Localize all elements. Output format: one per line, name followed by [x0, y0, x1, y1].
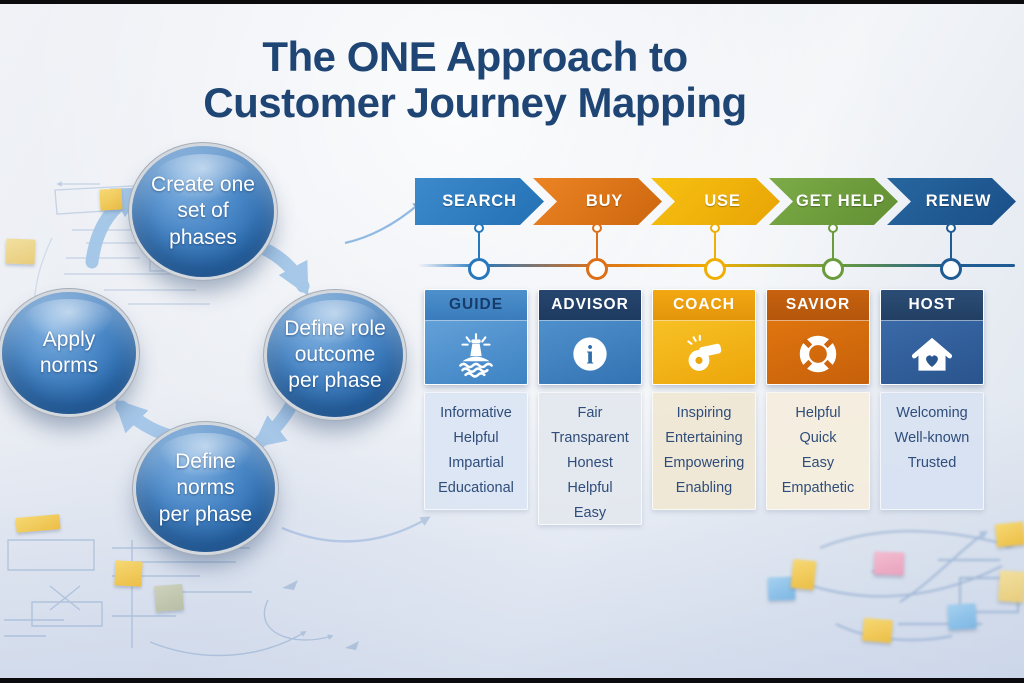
attribute-item: Helpful — [567, 480, 613, 496]
role-card-host: HOST — [880, 289, 984, 385]
sketch-swoosh-right — [281, 516, 431, 543]
role-card-icon-area — [653, 320, 755, 384]
sticky-note — [99, 188, 123, 211]
attribute-item: Inspiring — [676, 405, 732, 421]
role-attributes-advisor: Fair Transparent Honest Helpful Easy — [538, 392, 642, 525]
journey-phase-label: RENEW — [925, 192, 992, 210]
attribute-item: Impartial — [448, 455, 504, 471]
attribute-item: Empowering — [663, 455, 745, 471]
attribute-item: Fair — [577, 405, 603, 421]
role-card-icon-area — [881, 320, 983, 384]
journey-phase-search: SEARCH — [415, 178, 544, 225]
info-icon: i — [573, 336, 607, 371]
title-line-1: The ONE Approach to — [150, 33, 800, 80]
sticky-note — [790, 558, 817, 591]
journey-phase-label: SEARCH — [442, 192, 517, 210]
cycle-step-label: Define norms per phase — [158, 450, 253, 526]
role-card-title: SAVIOR — [767, 290, 869, 320]
cycle-arrow-create-to-role — [251, 239, 310, 297]
attribute-item: Empathetic — [781, 480, 855, 496]
title-highlight: ONE — [346, 33, 437, 80]
svg-text:i: i — [586, 340, 593, 369]
cycle-step-label: Apply norms — [39, 327, 99, 377]
attribute-item: Easy — [573, 505, 607, 521]
attribute-item: Welcoming — [896, 405, 968, 421]
role-card-icon-area — [425, 320, 527, 384]
cycle-arrows — [85, 186, 310, 449]
sticky-note — [154, 584, 184, 612]
role-attributes-coach: Inspiring Entertaining Empowering Enabli… — [652, 392, 756, 510]
house-heart-icon — [911, 337, 953, 371]
sticky-note — [947, 603, 977, 630]
attribute-item: Entertaining — [665, 430, 743, 446]
cycle-step-define-norms: Define norms per phase — [136, 425, 275, 552]
attribute-item: Trusted — [907, 455, 957, 471]
cycle-step-apply-norms: Apply norms — [2, 292, 136, 414]
title-post: Approach to — [436, 33, 688, 80]
attribute-item: Honest — [567, 455, 613, 471]
cycle-arrow-apply-to-create — [85, 186, 147, 269]
sketch-bottomright — [797, 530, 1019, 641]
sticky-note — [862, 617, 893, 644]
cycle-step-define-role-outcome: Define role outcome per phase — [267, 293, 403, 417]
sticky-note — [997, 570, 1024, 603]
cycle-arrow-norms-to-apply — [113, 398, 177, 443]
page-title: The ONE Approach to Customer Journey Map… — [150, 33, 800, 127]
role-card-coach: COACH — [652, 289, 756, 385]
title-line-2: Customer Journey Mapping — [203, 79, 747, 127]
attribute-item: Informative — [440, 405, 512, 421]
cycle-step-label: Define role outcome per phase — [284, 316, 386, 393]
cycle-arrow-role-to-norms — [252, 397, 299, 449]
attribute-item: Well-known — [894, 430, 970, 446]
attribute-item: Helpful — [453, 430, 499, 446]
role-attributes-guide: Informative Helpful Impartial Educationa… — [424, 392, 528, 510]
sticky-note — [873, 551, 905, 576]
attribute-item: Easy — [801, 455, 835, 471]
journey-phase-label: BUY — [585, 192, 624, 210]
role-card-title: GUIDE — [425, 290, 527, 320]
role-attributes-savior: Helpful Quick Easy Empathetic — [766, 392, 870, 510]
sticky-note — [114, 560, 143, 587]
role-card-title: HOST — [881, 290, 983, 320]
role-card-guide: GUIDE — [424, 289, 528, 385]
lifebuoy-icon — [799, 335, 837, 372]
cycle-step-create-phases: Create one set of phases — [132, 146, 274, 277]
journey-phase-label: USE — [704, 192, 741, 210]
top-letterbox-bar — [0, 0, 1024, 4]
title-pre: The — [262, 33, 347, 80]
attribute-item: Transparent — [551, 430, 629, 446]
lighthouse-icon — [459, 332, 493, 378]
whistle-icon — [687, 334, 722, 371]
attribute-item: Educational — [438, 480, 514, 496]
role-card-title: ADVISOR — [539, 290, 641, 320]
cycle-step-label: Create one set of phases — [151, 173, 255, 249]
journey-phase-label: GET HELP — [796, 192, 885, 210]
sketch-bottomleft — [4, 539, 366, 657]
sticky-note — [994, 521, 1024, 548]
role-attributes-host: Welcoming Well-known Trusted — [880, 392, 984, 510]
role-card-icon-area — [767, 320, 869, 384]
journey-phase-renew: RENEW — [887, 178, 1016, 225]
role-card-savior: SAVIOR — [766, 289, 870, 385]
attribute-item: Helpful — [795, 405, 841, 421]
sticky-note — [5, 238, 36, 265]
role-card-advisor: ADVISOR i — [538, 289, 642, 385]
attribute-item: Quick — [799, 430, 837, 446]
role-card-icon-area: i — [539, 320, 641, 384]
bottom-letterbox-bar — [0, 678, 1024, 683]
role-card-title: COACH — [653, 290, 755, 320]
sketch-arrow-to-journey — [344, 201, 423, 245]
attribute-item: Enabling — [675, 480, 733, 496]
